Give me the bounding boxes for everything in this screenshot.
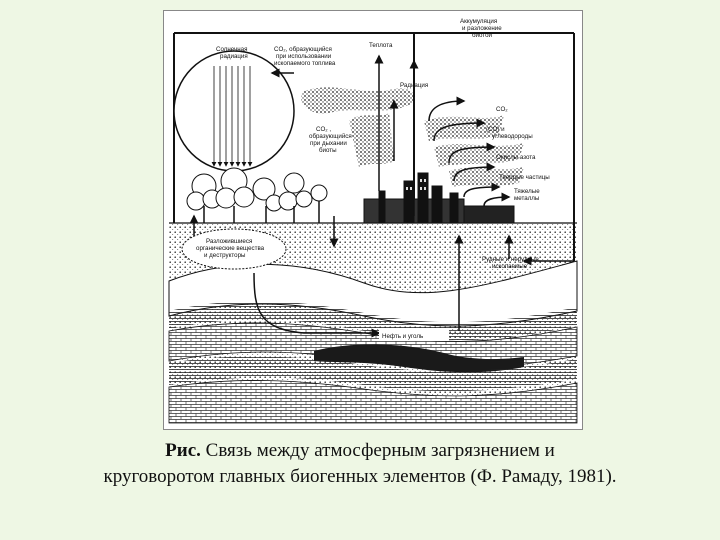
diagram-figure: Солнечная радиация CO₂, образующийся при… bbox=[163, 10, 583, 430]
co2-label: CO₂ bbox=[496, 106, 508, 113]
accumulation-label-1: Аккумуляция bbox=[460, 18, 497, 25]
caption-prefix: Рис. bbox=[165, 440, 201, 461]
smoke-plumes bbox=[301, 87, 524, 187]
heavy-metals-label-1: Тяжелые bbox=[514, 188, 540, 195]
oil-coal-label-bg bbox=[379, 329, 449, 341]
co-hydrocarbons-label-1: (CO) и bbox=[486, 126, 505, 133]
ores-label-2: ископаемые bbox=[492, 263, 528, 270]
co2-biota-label-3: при дыхании bbox=[310, 140, 347, 147]
solar-label-2: радиация bbox=[220, 53, 248, 60]
caption-line-2: круговоротом главных биогенных элементов… bbox=[103, 466, 617, 487]
decomposition-label-1: Разложившиеся bbox=[206, 238, 252, 245]
co-hydrocarbons-label-2: углеводороды bbox=[492, 133, 533, 140]
sun-circle bbox=[173, 50, 295, 172]
decomposition-label-2: органические вещества bbox=[196, 245, 265, 252]
figure-caption: Рис. Связь между атмосферным загрязнение… bbox=[0, 438, 720, 490]
oil-coal-label: Нефть и уголь bbox=[382, 333, 423, 340]
biogeochemical-cycle-diagram: Солнечная радиация CO₂, образующийся при… bbox=[168, 18, 578, 424]
heavy-metals-label-2: металлы bbox=[514, 195, 540, 202]
radiation-label: Радиация bbox=[400, 82, 428, 89]
co2-biota-label-1: CO₂ , bbox=[316, 126, 331, 133]
diagram-labels: Солнечная радиация CO₂, образующийся при… bbox=[196, 18, 550, 340]
trees bbox=[186, 167, 328, 223]
co2-fuel-label-3: ископаемого топлива bbox=[274, 60, 336, 67]
decomposition-label-3: и деструкторы bbox=[204, 252, 246, 259]
solid-particles-label: Твердые частицы bbox=[499, 174, 550, 181]
flow-arrows bbox=[189, 54, 574, 338]
accumulation-label-2: и разложение bbox=[462, 25, 502, 32]
accumulation-label-3: биотой bbox=[472, 32, 493, 39]
solar-label-1: Солнечная bbox=[216, 46, 247, 53]
decomposition-zone bbox=[181, 228, 287, 270]
heat-label: Теплота bbox=[369, 42, 393, 49]
caption-line-1: Связь между атмосферным загрязнением и bbox=[200, 440, 555, 461]
co2-biota-label-4: биоты bbox=[319, 147, 337, 154]
co2-fuel-label-2: при использовании bbox=[276, 53, 332, 60]
nitrogen-oxides-label: Окислы азота bbox=[496, 154, 536, 161]
co2-fuel-label-1: CO₂, образующийся bbox=[274, 46, 332, 53]
co2-biota-label-2: образующийся bbox=[309, 133, 352, 140]
ores-label-1: Рудные и нерудные bbox=[482, 256, 539, 263]
